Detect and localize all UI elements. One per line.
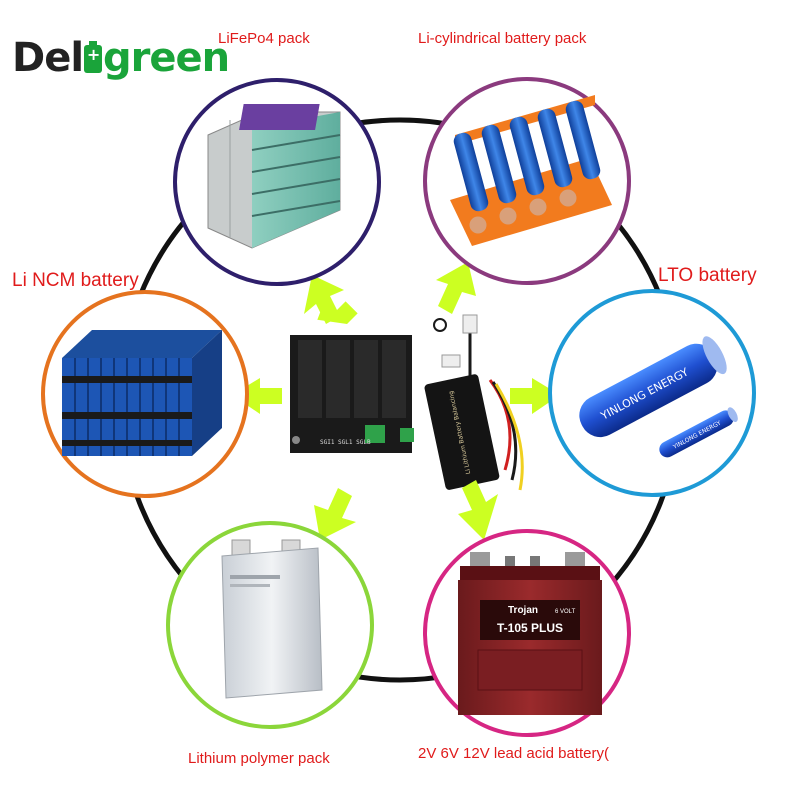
- arrow-to-lifepo4: [304, 275, 344, 324]
- label-li-ncm: Li NCM battery: [12, 270, 139, 291]
- battery-plus-icon: [84, 41, 103, 73]
- label-lto: LTO battery: [658, 265, 757, 286]
- arrows: [232, 262, 560, 540]
- arrow-to-lead-acid: [458, 480, 498, 540]
- brand-logo: Del green: [12, 35, 230, 81]
- label-li-cylindrical: Li-cylindrical battery pack: [418, 30, 587, 47]
- lead-acid-model: T-105 PLUS: [497, 621, 563, 635]
- ring-terminal: [433, 318, 447, 332]
- board-label: SGI1 SGL1 SGLB: [320, 439, 371, 446]
- lead-acid-voltage: 6 VOLT: [555, 609, 576, 615]
- label-lithium-polymer: Lithium polymer pack: [188, 750, 330, 767]
- battery-li-cylindrical: [423, 77, 631, 285]
- battery-lithium-polymer: [166, 521, 374, 729]
- label-lifepo4: LiFePo4 pack: [218, 30, 310, 47]
- brand-name-part2: green: [103, 35, 230, 81]
- arrow-to-lto: [510, 378, 560, 414]
- battery-lifepo4: [173, 78, 381, 286]
- arrow-to-li-cylindrical: [436, 262, 476, 314]
- label-lead-acid: 2V 6V 12V lead acid battery(: [418, 745, 609, 762]
- battery-lead-acid: Trojan T-105 PLUS 6 VOLT: [423, 529, 631, 737]
- brand-name-part1: Del: [12, 35, 84, 81]
- battery-lto: YINLONG ENERGY YINLONG ENERGY: [548, 289, 756, 497]
- terminal-block: [365, 425, 385, 443]
- battery-li-ncm: [41, 290, 249, 498]
- lead-acid-brand: Trojan: [508, 605, 538, 616]
- balancer-module: Li Lithium Battery Balancing: [424, 314, 524, 491]
- balancer-board: SGI1 SGL1 SGLB: [290, 335, 414, 453]
- terminal-block: [400, 428, 414, 442]
- arrow-to-li-ncm: [232, 378, 282, 414]
- arrow-to-lithium-polymer: [314, 488, 356, 540]
